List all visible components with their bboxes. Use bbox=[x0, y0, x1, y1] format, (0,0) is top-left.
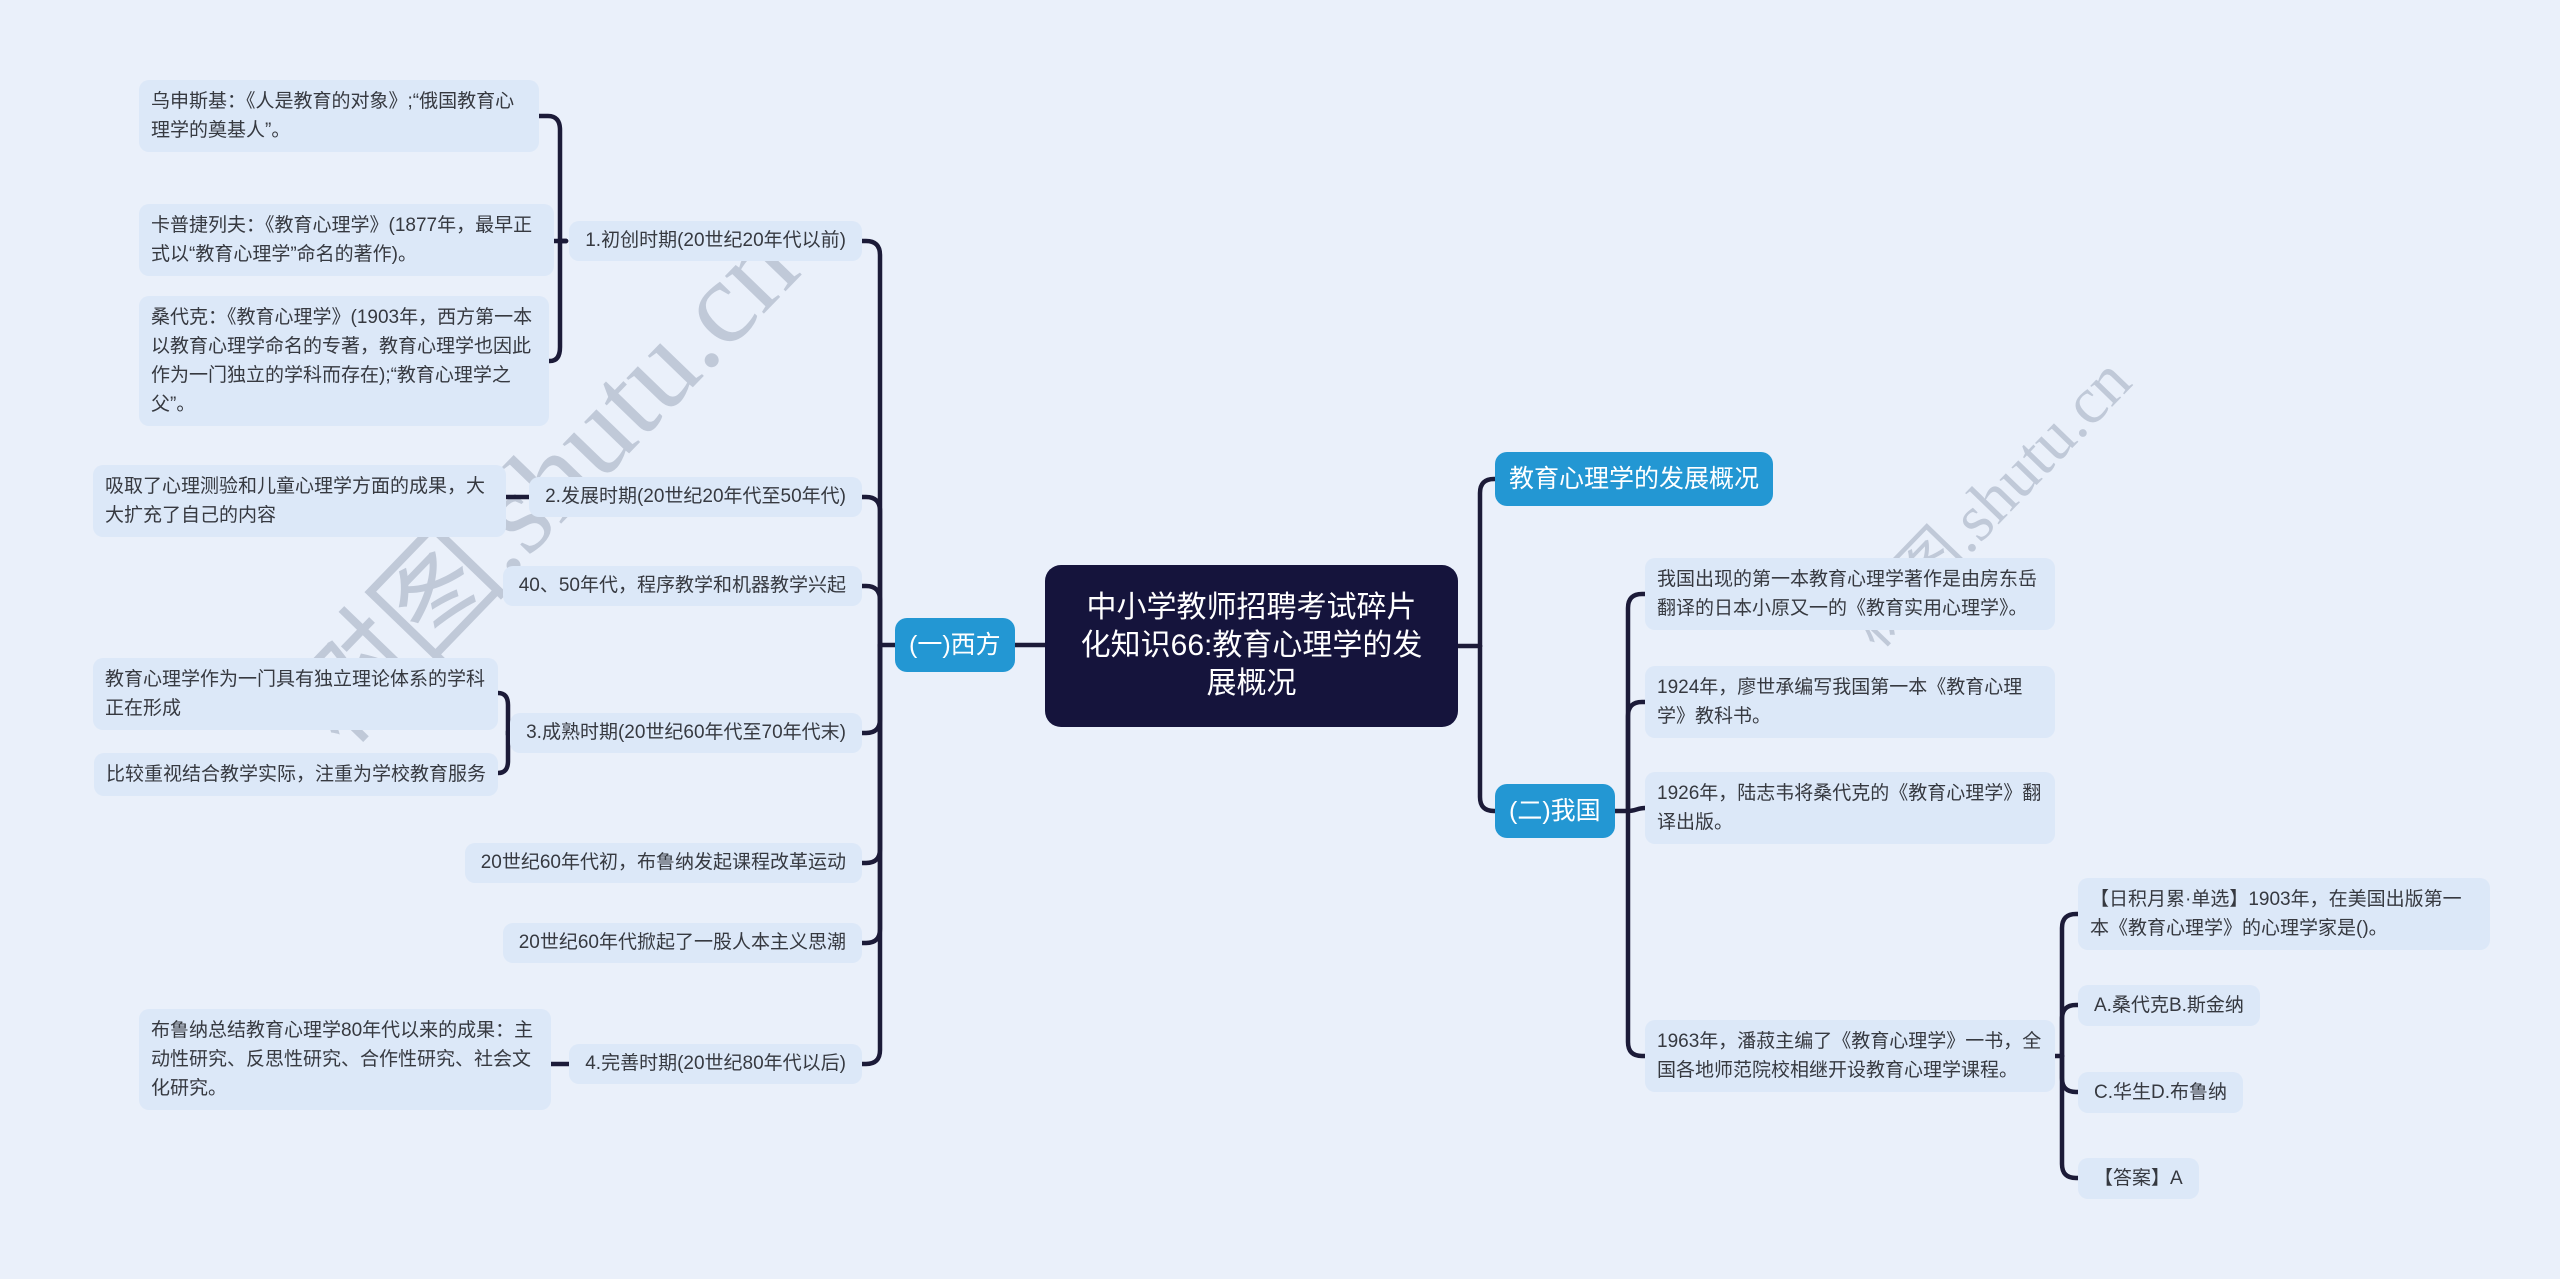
west-period-5-node[interactable]: 20世纪60年代初，布鲁纳发起课程改革运动 bbox=[464, 843, 862, 883]
china-note-1963[interactable]: 1963年，潘菽主编了《教育心理学》一书，全国各地师范院校相继开设教育心理学课程… bbox=[1645, 1020, 2055, 1092]
note-development-gain[interactable]: 吸取了心理测验和儿童心理学方面的成果，大大扩充了自己的内容 bbox=[93, 465, 506, 537]
root-node[interactable]: 中小学教师招聘考试碎片化知识66:教育心理学的发展概况 bbox=[1045, 565, 1458, 727]
note-teaching-practice[interactable]: 比较重视结合教学实际，注重为学校教育服务 bbox=[93, 753, 498, 796]
west-period-6-node[interactable]: 20世纪60年代掀起了一股人本主义思潮 bbox=[502, 923, 862, 963]
branch-china-node[interactable]: (二)我国 bbox=[1495, 784, 1615, 838]
china-note-1924[interactable]: 1924年，廖世承编写我国第一本《教育心理学》教科书。 bbox=[1645, 666, 2055, 738]
west-period-3-node[interactable]: 40、50年代，程序教学和机器教学兴起 bbox=[502, 566, 862, 606]
note-bruner-summary[interactable]: 布鲁纳总结教育心理学80年代以来的成果：主动性研究、反思性研究、合作性研究、社会… bbox=[139, 1009, 551, 1110]
west-period-1-node[interactable]: 1.初创时期(20世纪20年代以前) bbox=[569, 221, 862, 261]
note-thorndike[interactable]: 桑代克：《教育心理学》(1903年，西方第一本以教育心理学命名的专著，教育心理学… bbox=[139, 296, 549, 426]
branch-overview-node[interactable]: 教育心理学的发展概况 bbox=[1495, 452, 1774, 506]
branch-west-node[interactable]: (一)西方 bbox=[895, 618, 1015, 672]
quiz-option-cd-node[interactable]: C.华生D.布鲁纳 bbox=[2078, 1072, 2244, 1113]
quiz-question-node[interactable]: 【日积月累·单选】1903年，在美国出版第一本《教育心理学》的心理学家是()。 bbox=[2078, 878, 2490, 950]
note-independent-system[interactable]: 教育心理学作为一门具有独立理论体系的学科正在形成 bbox=[93, 658, 498, 730]
west-period-4-node[interactable]: 3.成熟时期(20世纪60年代至70年代末) bbox=[510, 713, 862, 753]
quiz-answer-node[interactable]: 【答案】A bbox=[2078, 1158, 2199, 1199]
quiz-option-ab-node[interactable]: A.桑代克B.斯金纳 bbox=[2078, 985, 2260, 1026]
west-period-7-node[interactable]: 4.完善时期(20世纪80年代以后) bbox=[569, 1044, 862, 1084]
china-note-first-translation[interactable]: 我国出现的第一本教育心理学著作是由房东岳翻译的日本小原又一的《教育实用心理学》。 bbox=[1645, 558, 2055, 630]
note-ushinski[interactable]: 乌申斯基：《人是教育的对象》;“俄国教育心理学的奠基人”。 bbox=[139, 80, 539, 152]
china-note-1926[interactable]: 1926年，陆志韦将桑代克的《教育心理学》翻译出版。 bbox=[1645, 772, 2055, 844]
west-period-2-node[interactable]: 2.发展时期(20世纪20年代至50年代) bbox=[529, 477, 862, 517]
note-kapterev[interactable]: 卡普捷列夫：《教育心理学》(1877年，最早正式以“教育心理学”命名的著作)。 bbox=[139, 204, 554, 276]
